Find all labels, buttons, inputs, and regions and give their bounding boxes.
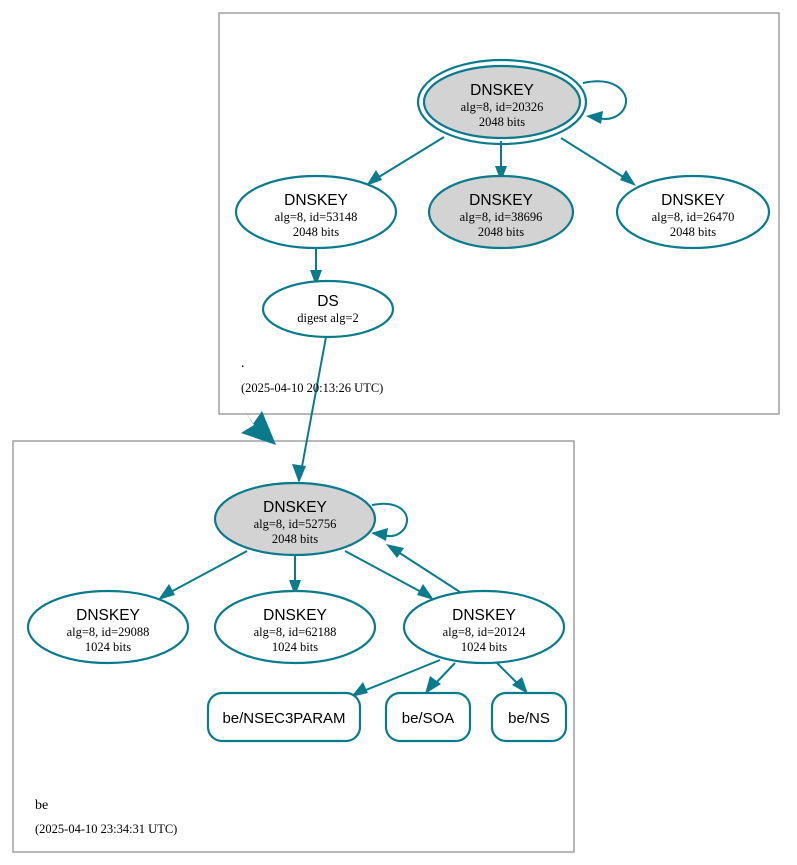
node-dnskey-be-zsk-62188[interactable]: DNSKEY alg=8, id=62188 1024 bits <box>213 589 377 665</box>
node-keyinfo: alg=8, id=52756 <box>254 517 337 531</box>
edge-root-ksk-to-26470 <box>560 137 636 186</box>
node-dnskey-be-zsk-29088[interactable]: DNSKEY alg=8, id=29088 1024 bits <box>26 589 190 665</box>
edge-be-ksk-to-20124 <box>344 550 434 600</box>
node-body <box>422 64 582 140</box>
node-keyinfo: alg=8, id=62188 <box>254 625 337 639</box>
edge-20124-to-nsec3param <box>351 659 441 697</box>
node-dnskey-root-ksk-20326[interactable]: DNSKEY alg=8, id=20326 2048 bits <box>416 58 588 146</box>
node-body <box>261 279 395 339</box>
node-rrset-be-soa[interactable]: be/SOA <box>384 691 472 743</box>
zone-timestamp-be: (2025-04-10 23:34:31 UTC) <box>35 822 177 836</box>
rrset-body <box>384 691 472 743</box>
node-body <box>402 589 566 665</box>
node-digestinfo: digest alg=2 <box>297 311 359 325</box>
node-body <box>213 589 377 665</box>
node-keysize: 1024 bits <box>461 640 507 654</box>
rrset-label: be/NSEC3PARAM <box>222 710 345 727</box>
rrset-label: be/NS <box>508 710 550 727</box>
node-keysize: 1024 bits <box>85 640 131 654</box>
edge-self-sign-root-ksk <box>582 80 628 124</box>
node-keysize: 2048 bits <box>670 225 716 239</box>
node-keyinfo: alg=8, id=26470 <box>652 210 735 224</box>
rrset-label: be/SOA <box>402 710 455 727</box>
node-ds-be[interactable]: DS digest alg=2 <box>261 279 395 339</box>
node-body <box>213 481 377 557</box>
node-keysize: 1024 bits <box>272 640 318 654</box>
edge-ds-to-be-ksk <box>292 336 327 483</box>
node-outer-ring <box>416 58 588 146</box>
node-body <box>427 174 575 250</box>
node-keyinfo: alg=8, id=53148 <box>275 210 358 224</box>
node-title: DNSKEY <box>469 192 533 209</box>
edge-20124-to-be-ksk <box>386 544 461 593</box>
edge-root-ksk-to-38696 <box>495 141 507 182</box>
node-rrset-be-nsec3param[interactable]: be/NSEC3PARAM <box>206 691 362 743</box>
zone-timestamp-root: (2025-04-10 20:13:26 UTC) <box>241 381 383 395</box>
rrset-body <box>206 691 362 743</box>
zone-label-root: . <box>241 356 245 371</box>
node-keyinfo: alg=8, id=29088 <box>67 625 150 639</box>
node-dnskey-root-zsk-38696[interactable]: DNSKEY alg=8, id=38696 2048 bits <box>427 174 575 250</box>
node-dnskey-root-zsk-53148[interactable]: DNSKEY alg=8, id=53148 2048 bits <box>234 174 398 250</box>
node-rrset-be-ns[interactable]: be/NS <box>490 691 568 743</box>
node-keysize: 2048 bits <box>293 225 339 239</box>
node-keyinfo: alg=8, id=20124 <box>443 625 527 639</box>
node-keysize: 2048 bits <box>478 225 524 239</box>
edge-be-ksk-to-29088 <box>158 550 248 600</box>
node-title: DNSKEY <box>661 192 725 209</box>
node-title: DNSKEY <box>76 607 140 624</box>
node-body <box>615 174 771 250</box>
node-title: DNSKEY <box>263 607 327 624</box>
rrset-body <box>490 691 568 743</box>
node-title: DNSKEY <box>470 82 534 99</box>
edge-20124-to-ns <box>496 662 528 694</box>
node-keyinfo: alg=8, id=20326 <box>461 100 544 114</box>
node-title: DNSKEY <box>284 192 348 209</box>
node-keyinfo: alg=8, id=38696 <box>460 210 543 224</box>
node-body <box>26 589 190 665</box>
edge-be-ksk-to-62188 <box>289 554 301 596</box>
node-dnskey-be-ksk-52756[interactable]: DNSKEY alg=8, id=52756 2048 bits <box>213 481 377 557</box>
node-title: DNSKEY <box>263 499 327 516</box>
node-keysize: 2048 bits <box>479 115 525 129</box>
edge-self-sign-be-ksk <box>371 502 409 541</box>
edge-root-ksk-to-53148 <box>366 136 445 186</box>
delegation-arrow-root-to-be <box>241 409 276 445</box>
edge-20124-to-soa <box>425 662 456 694</box>
node-title: DNSKEY <box>452 607 516 624</box>
node-body <box>234 174 398 250</box>
edge-53148-to-ds <box>310 246 322 286</box>
node-keysize: 2048 bits <box>272 532 318 546</box>
node-dnskey-root-zsk-26470[interactable]: DNSKEY alg=8, id=26470 2048 bits <box>615 174 771 250</box>
node-dnskey-be-zsk-20124[interactable]: DNSKEY alg=8, id=20124 1024 bits <box>402 589 566 665</box>
zone-label-be: be <box>35 798 48 813</box>
node-title: DS <box>317 293 339 310</box>
